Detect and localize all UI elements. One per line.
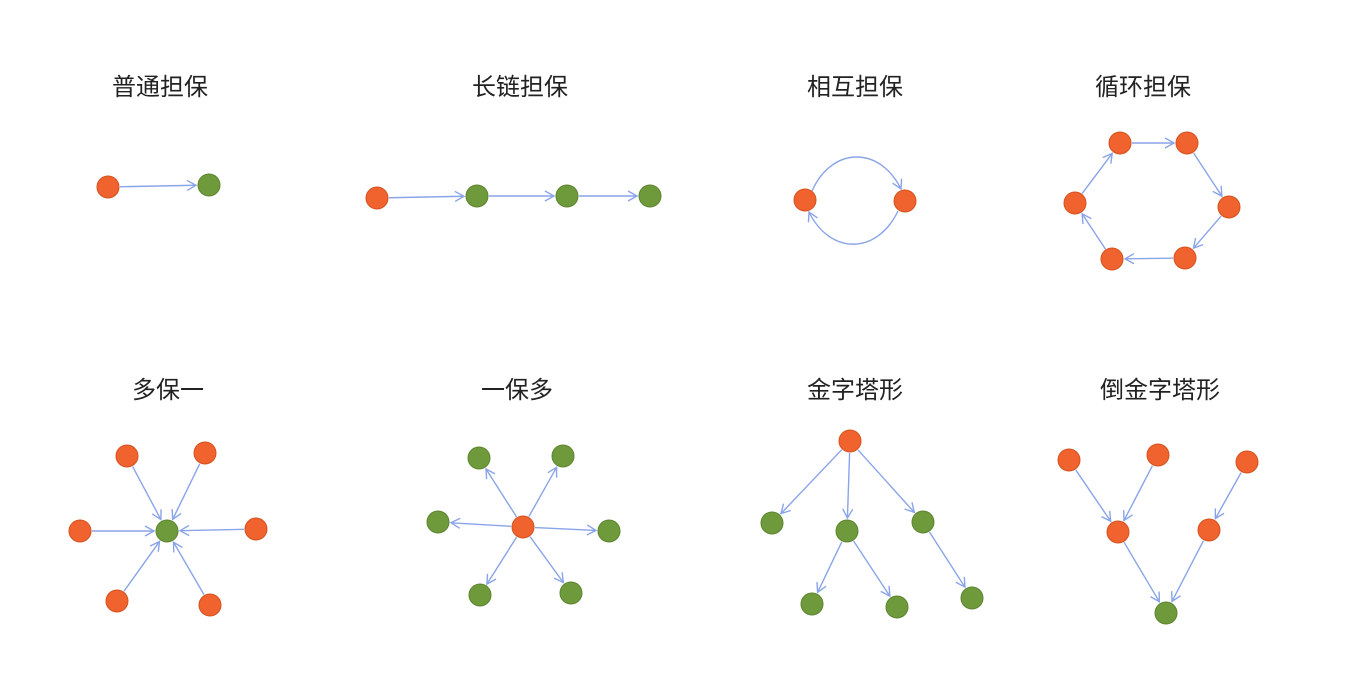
many-to-one-node-guarantor-4: [244, 517, 268, 541]
pyramid-node-guaranteed-2: [835, 519, 859, 543]
many-to-one-edge-0: [132, 466, 162, 521]
pyramid-edge-2: [857, 449, 916, 514]
circular-node-guarantor-2: [1217, 195, 1241, 219]
panel-title-ordinary: 普通担保: [112, 73, 208, 101]
many-to-one-edge-1: [171, 463, 201, 521]
nodes-layer: [68, 131, 1259, 625]
inverted-pyramid-node-guarantor-2: [1235, 450, 1259, 474]
mutual-node-guarantor-0: [793, 188, 817, 212]
many-to-one-node-guarantor-1: [115, 444, 139, 468]
one-to-many-node-guarantor-0: [511, 515, 535, 539]
circular-node-guarantor-5: [1063, 191, 1087, 215]
many-to-one-node-guarantor-6: [198, 593, 222, 617]
mutual-curve-edge-1: [807, 210, 899, 245]
panel-title-mutual: 相互担保: [807, 73, 903, 101]
pyramid-edge-5: [928, 531, 966, 589]
circular-node-guarantor-3: [1173, 246, 1197, 270]
ordinary-node-guarantor-0: [96, 175, 120, 199]
panel-title-circular: 循环担保: [1095, 73, 1191, 101]
one-to-many-edge-2: [449, 517, 512, 529]
many-to-one-node-guarantor-2: [193, 441, 217, 465]
ordinary-node-guaranteed-1: [197, 173, 221, 197]
inverted-pyramid-node-guarantor-0: [1057, 448, 1081, 472]
pyramid-node-guaranteed-1: [760, 511, 784, 535]
one-to-many-edge-4: [486, 536, 518, 586]
one-to-many-node-guaranteed-5: [468, 583, 492, 607]
circular-node-guarantor-4: [1100, 247, 1124, 271]
one-to-many-edge-0: [485, 467, 518, 518]
long-chain-node-guaranteed-1: [465, 184, 489, 208]
inverted-pyramid-edge-4: [1170, 540, 1205, 603]
one-to-many-node-guaranteed-2: [551, 444, 575, 468]
mutual-node-guarantor-1: [893, 189, 917, 213]
pyramid-node-guaranteed-4: [800, 592, 824, 616]
circular-edge-5: [1081, 152, 1114, 194]
pyramid-edge-0: [779, 449, 843, 515]
circular-node-guarantor-0: [1108, 131, 1132, 155]
pyramid-node-guaranteed-3: [911, 510, 935, 534]
many-to-one-edge-4: [123, 540, 161, 592]
one-to-many-node-guaranteed-4: [597, 519, 621, 543]
long-chain-edge-0: [388, 190, 466, 203]
pyramid-edge-3: [816, 541, 843, 594]
one-to-many-node-guaranteed-3: [426, 510, 450, 534]
inverted-pyramid-edge-0: [1075, 469, 1112, 523]
circular-edge-1: [1192, 152, 1223, 198]
panel-title-pyramid: 金字塔形: [807, 376, 903, 404]
one-to-many-node-guaranteed-1: [467, 446, 491, 470]
edges-layer: [92, 137, 1242, 604]
ordinary-edge-0: [119, 179, 198, 192]
pyramid-edge-4: [853, 540, 891, 598]
inverted-pyramid-edge-1: [1123, 465, 1154, 522]
circular-edge-3: [1123, 253, 1174, 265]
long-chain-node-guaranteed-2: [555, 184, 579, 208]
pyramid-node-guaranteed-5: [885, 595, 909, 619]
circular-node-guarantor-1: [1175, 131, 1199, 155]
many-to-one-node-guaranteed-0: [155, 519, 179, 543]
panel-title-long-chain: 长链担保: [472, 73, 568, 101]
long-chain-node-guaranteed-3: [638, 184, 662, 208]
inverted-pyramid-node-guarantor-3: [1106, 520, 1130, 544]
long-chain-node-guarantor-0: [365, 186, 389, 210]
inverted-pyramid-node-guarantor-1: [1146, 443, 1170, 467]
mutual-curve-edge-0: [811, 156, 903, 192]
one-to-many-edge-3: [534, 524, 598, 536]
one-to-many-edge-5: [529, 536, 565, 584]
one-to-many-edge-1: [528, 466, 558, 517]
circular-edge-2: [1192, 215, 1222, 250]
panel-title-inverted-pyramid: 倒金字塔形: [1100, 376, 1220, 404]
inverted-pyramid-node-guarantor-4: [1197, 518, 1221, 542]
circular-edge-4: [1081, 212, 1106, 250]
pyramid-node-guaranteed-6: [960, 586, 984, 610]
panel-title-many-to-one: 多保一: [132, 376, 204, 404]
one-to-many-node-guaranteed-6: [559, 581, 583, 605]
inverted-pyramid-edge-3: [1123, 541, 1161, 604]
pyramid-edge-1: [842, 452, 854, 520]
many-to-one-node-guarantor-3: [68, 519, 92, 543]
panel-title-one-to-many: 一保多: [481, 376, 553, 404]
inverted-pyramid-edge-2: [1214, 472, 1242, 520]
many-to-one-node-guarantor-5: [105, 589, 129, 613]
pyramid-node-guarantor-0: [838, 429, 862, 453]
inverted-pyramid-node-guaranteed-5: [1154, 601, 1178, 625]
many-to-one-edge-3: [178, 524, 245, 537]
many-to-one-edge-5: [172, 540, 205, 595]
